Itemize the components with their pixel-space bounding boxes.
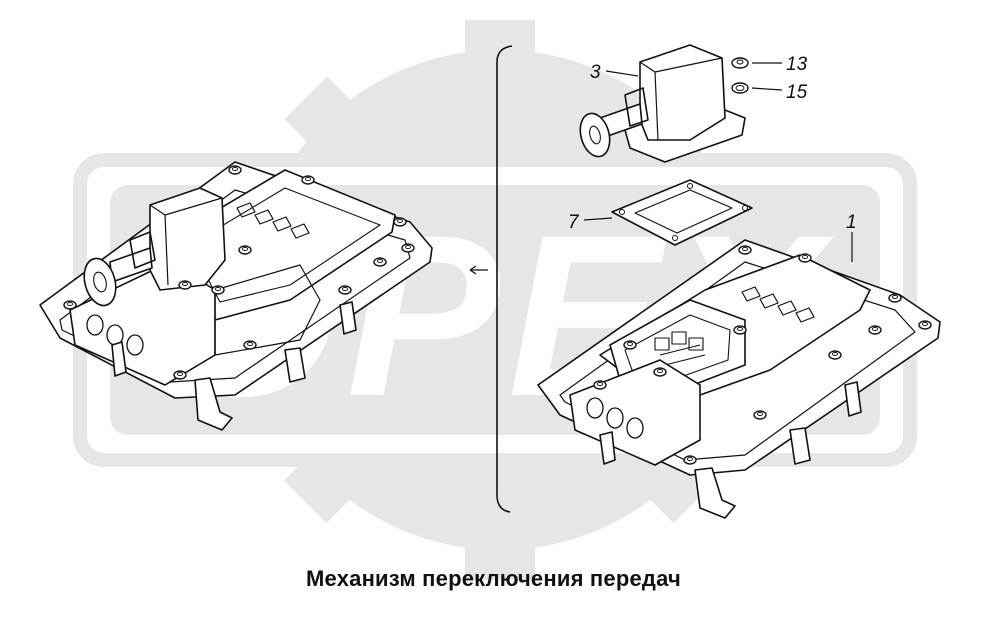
callout-1: 1 (846, 212, 857, 233)
callout-3: 3 (590, 62, 601, 83)
assembly-left (39, 161, 433, 431)
callout-7: 7 (568, 212, 580, 233)
callout-13: 13 (786, 54, 808, 75)
part-3-cylinder (579, 44, 746, 163)
part-13-nut (731, 57, 749, 69)
callouts: 3 13 15 7 1 (568, 54, 857, 262)
callout-15: 15 (786, 82, 808, 103)
diagram-title: Механизм переключения передач (306, 566, 681, 591)
separator-bracket (496, 45, 513, 513)
part-7-gasket (611, 179, 753, 246)
part-15-washer (731, 82, 749, 94)
